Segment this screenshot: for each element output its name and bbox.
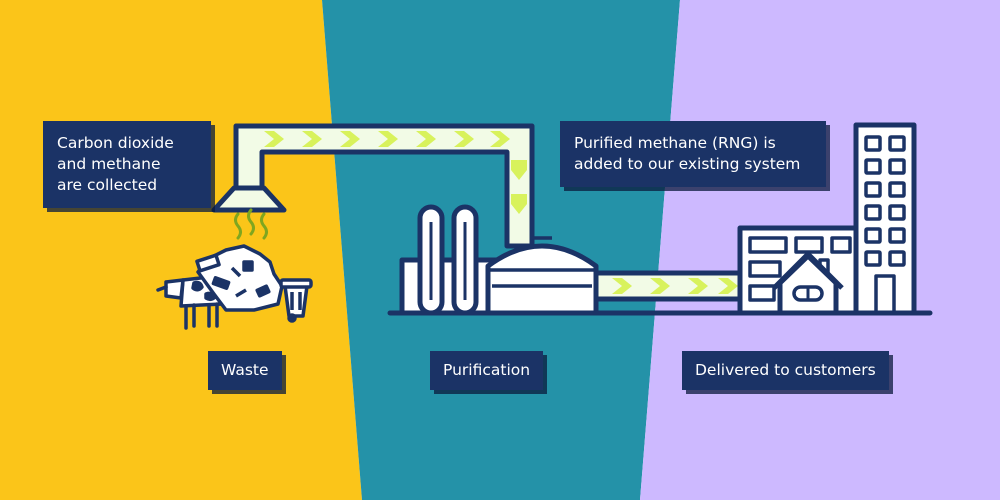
stage-label-purification: Purification xyxy=(430,351,544,390)
tower-building-icon xyxy=(853,122,917,316)
house-icon xyxy=(772,251,844,316)
gas-pipe-outgoing xyxy=(593,270,745,302)
waste-pile-icon xyxy=(195,244,284,312)
stage-label-delivery: Delivered to customers xyxy=(682,351,889,390)
trash-bin-icon xyxy=(279,278,313,323)
methane-vapor-icon xyxy=(234,208,268,240)
waste-panel xyxy=(0,0,362,500)
rng-note: Purified methane (RNG) is added to our e… xyxy=(560,121,826,187)
collection-hood-icon xyxy=(211,185,287,213)
digester-dome-icon xyxy=(485,236,599,316)
purification-panel xyxy=(322,0,680,500)
stage-label-waste: Waste xyxy=(208,351,282,390)
gas-pipe-icon xyxy=(233,123,535,249)
collection-note: Carbon dioxide and methane are collected xyxy=(43,121,211,208)
